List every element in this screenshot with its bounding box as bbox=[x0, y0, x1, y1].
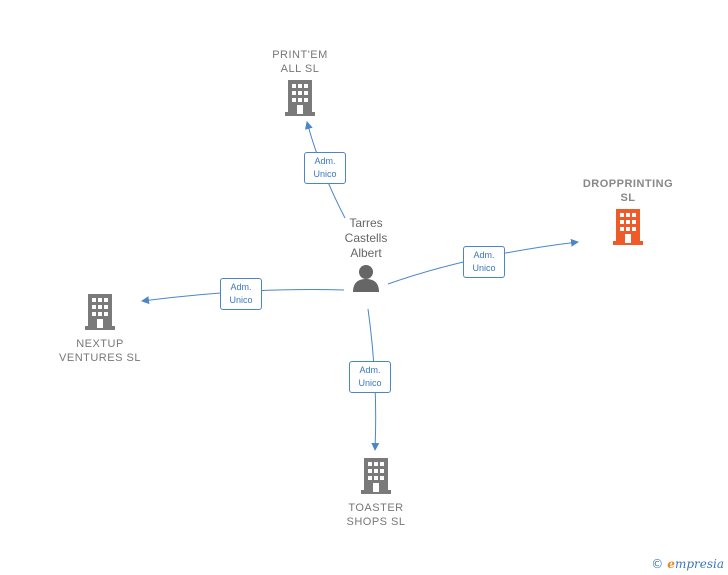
company-name: DROPPRINTING SL bbox=[582, 178, 674, 204]
copyright-symbol: © bbox=[651, 557, 664, 571]
brand-name: mpresia bbox=[674, 557, 724, 571]
brand-watermark: ©empresia bbox=[651, 557, 724, 571]
relation-type: Unico bbox=[229, 295, 253, 305]
relation-type: Unico bbox=[313, 169, 337, 179]
brand-initial: e bbox=[667, 557, 675, 571]
relation-badge-dropprinting: Adm. Unico bbox=[463, 246, 505, 278]
relation-badge-nextup: Adm. Unico bbox=[220, 278, 262, 310]
relation-role: Adm. bbox=[359, 365, 381, 375]
company-node-nextup[interactable]: NEXTUP VENTURES SL bbox=[48, 294, 152, 365]
building-icon bbox=[613, 209, 643, 245]
company-name: PRINT'EM ALL SL bbox=[272, 49, 328, 75]
company-node-toaster[interactable]: TOASTER SHOPS SL bbox=[326, 458, 426, 529]
relation-badge-toaster: Adm. Unico bbox=[349, 361, 391, 393]
company-name: TOASTER SHOPS SL bbox=[346, 502, 406, 528]
person-node[interactable]: Tarres Castells Albert bbox=[326, 216, 406, 298]
relation-type: Unico bbox=[358, 378, 382, 388]
company-node-printem[interactable]: PRINT'EM ALL SL bbox=[250, 48, 350, 121]
relation-role: Adm. bbox=[230, 282, 252, 292]
relation-type: Unico bbox=[472, 263, 496, 273]
person-name: Tarres Castells Albert bbox=[344, 216, 388, 260]
building-icon bbox=[285, 80, 315, 116]
building-icon bbox=[85, 294, 115, 330]
relation-role: Adm. bbox=[473, 250, 495, 260]
building-icon bbox=[361, 458, 391, 494]
relation-badge-printem: Adm. Unico bbox=[304, 152, 346, 184]
company-name: NEXTUP VENTURES SL bbox=[59, 338, 141, 364]
person-icon bbox=[353, 265, 379, 292]
company-node-dropprinting[interactable]: DROPPRINTING SL bbox=[572, 177, 684, 250]
relation-role: Adm. bbox=[314, 156, 336, 166]
